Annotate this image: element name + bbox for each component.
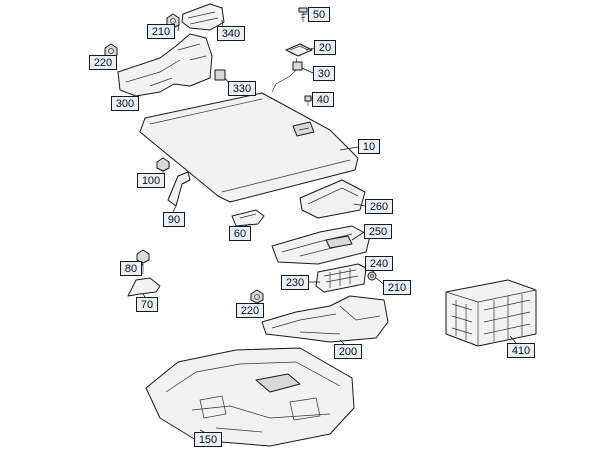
callout-220-lower[interactable]: 220 — [236, 303, 264, 318]
part-260-tray[interactable] — [299, 179, 366, 219]
callout-340[interactable]: 340 — [217, 26, 245, 41]
callout-90[interactable]: 90 — [163, 212, 185, 227]
part-150-floor-carpet[interactable] — [145, 347, 355, 447]
part-80-bolt[interactable] — [136, 249, 150, 274]
callout-260[interactable]: 260 — [365, 199, 393, 214]
callout-250[interactable]: 250 — [364, 224, 392, 239]
callout-150[interactable]: 150 — [194, 432, 222, 447]
callout-20[interactable]: 20 — [314, 40, 336, 55]
part-10-load-floor[interactable] — [139, 92, 359, 203]
part-410-crate[interactable] — [445, 279, 537, 347]
callout-410[interactable]: 410 — [507, 343, 535, 358]
callout-210-lower[interactable]: 210 — [383, 280, 411, 295]
part-30-cable[interactable] — [271, 57, 303, 93]
callout-10[interactable]: 10 — [358, 139, 380, 154]
callout-300[interactable]: 300 — [111, 96, 139, 111]
callout-330[interactable]: 330 — [228, 81, 256, 96]
callout-50[interactable]: 50 — [308, 7, 330, 22]
part-230-insert[interactable] — [315, 263, 367, 293]
callout-200[interactable]: 200 — [334, 344, 362, 359]
part-20-bracket[interactable] — [285, 43, 313, 57]
callout-70[interactable]: 70 — [136, 297, 158, 312]
callout-30[interactable]: 30 — [313, 66, 335, 81]
callout-100[interactable]: 100 — [137, 173, 165, 188]
callout-40[interactable]: 40 — [312, 92, 334, 107]
part-220-nut-lower[interactable] — [250, 289, 264, 304]
callout-220[interactable]: 220 — [89, 55, 117, 70]
part-240-nut[interactable] — [367, 271, 377, 281]
part-70-bracket[interactable] — [127, 277, 161, 297]
callout-210[interactable]: 210 — [147, 24, 175, 39]
part-250-storage-tray[interactable] — [271, 225, 371, 265]
part-50-screw[interactable] — [298, 7, 308, 22]
part-40-clip[interactable] — [304, 95, 312, 106]
part-60-handle[interactable] — [231, 209, 265, 227]
callout-230[interactable]: 230 — [281, 275, 309, 290]
part-90-bracket[interactable] — [167, 171, 191, 207]
callout-240[interactable]: 240 — [365, 256, 393, 271]
part-200-lower-trim[interactable] — [261, 295, 389, 343]
part-300-side-trim[interactable] — [117, 33, 226, 97]
callout-80[interactable]: 80 — [120, 261, 142, 276]
callout-60[interactable]: 60 — [229, 226, 251, 241]
